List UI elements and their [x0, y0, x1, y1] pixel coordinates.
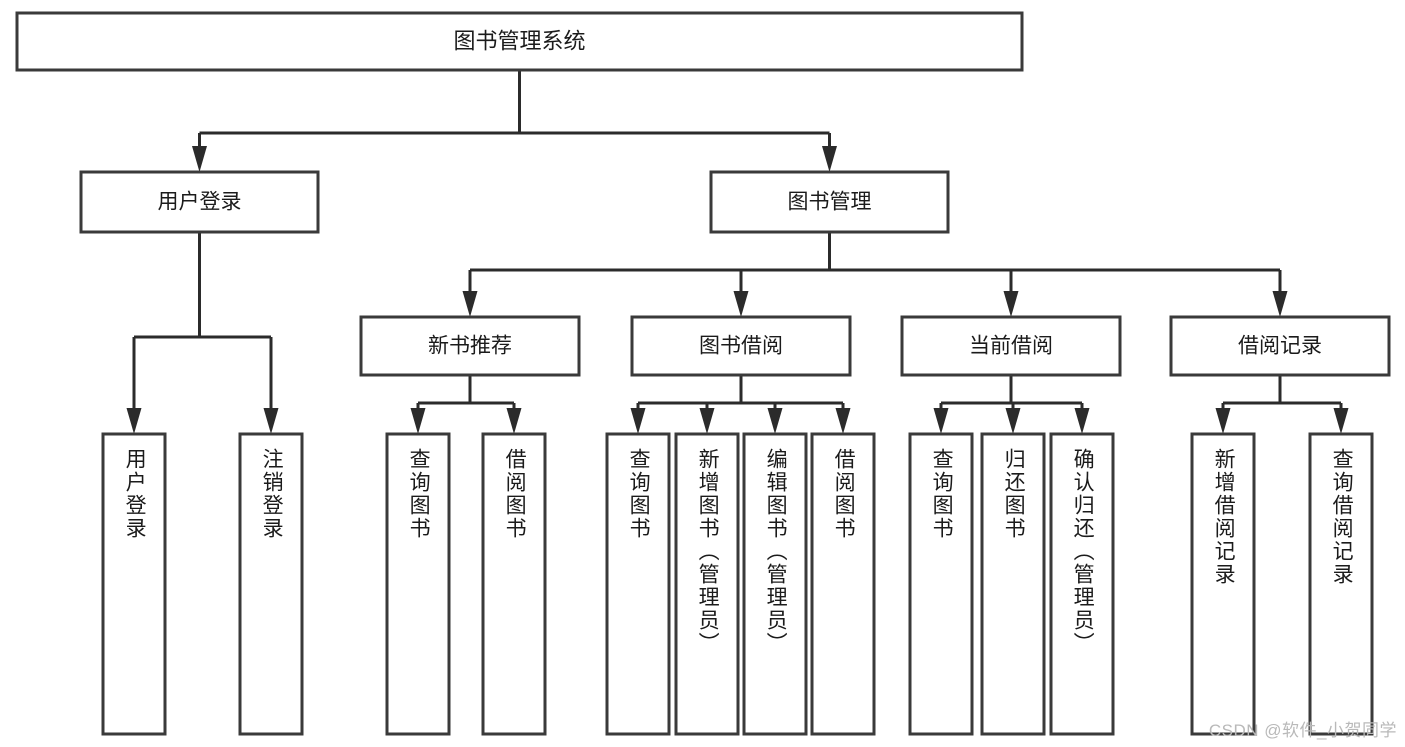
arrow-down-icon: [1333, 408, 1349, 434]
node-box-leaf-4[interactable]: [605, 432, 671, 736]
node-box-level3-3[interactable]: [1169, 315, 1391, 377]
node-label-level2-1: 图书管理: [788, 191, 872, 214]
node-box-leaf-8[interactable]: [908, 432, 974, 736]
node-box-leaf-3[interactable]: [481, 432, 547, 736]
arrow-down-icon: [1215, 408, 1231, 434]
arrow-down-icon: [835, 408, 851, 434]
arrow-down-icon: [1074, 408, 1090, 434]
node-label-level3-2: 当前借阅: [969, 335, 1053, 358]
node-label-level3-1: 图书借阅: [699, 335, 783, 358]
arrow-down-icon: [733, 291, 749, 317]
arrow-down-icon: [410, 408, 426, 434]
node-label-root: 图书管理系统: [453, 28, 585, 53]
node-label-level3-0: 新书推荐: [428, 335, 512, 358]
node-box-level3-0[interactable]: [359, 315, 581, 377]
node-box-leaf-5[interactable]: [674, 432, 740, 736]
node-box-leaf-9[interactable]: [980, 432, 1046, 736]
node-box-root[interactable]: [15, 11, 1024, 72]
node-box-level3-1[interactable]: [630, 315, 852, 377]
connectors-layer: [126, 70, 1349, 434]
arrow-down-icon: [462, 291, 478, 317]
csdn-watermark: CSDN @软件_小贺同学: [1208, 721, 1397, 740]
arrow-down-icon: [1005, 408, 1021, 434]
node-box-leaf-7[interactable]: [810, 432, 876, 736]
arrow-down-icon: [506, 408, 522, 434]
arrow-down-icon: [1272, 291, 1288, 317]
boxes-layer: [15, 11, 1391, 736]
arrow-down-icon: [767, 408, 783, 434]
node-box-leaf-0[interactable]: [101, 432, 167, 736]
arrow-down-icon: [126, 408, 142, 434]
node-box-level2-1[interactable]: [709, 170, 950, 234]
arrow-down-icon: [933, 408, 949, 434]
node-box-level3-2[interactable]: [900, 315, 1122, 377]
arrow-down-icon: [822, 146, 837, 172]
node-box-leaf-2[interactable]: [385, 432, 451, 736]
arrow-down-icon: [699, 408, 715, 434]
arrow-down-icon: [263, 408, 279, 434]
node-box-level2-0[interactable]: [79, 170, 320, 234]
node-box-leaf-6[interactable]: [742, 432, 808, 736]
node-box-leaf-11[interactable]: [1190, 432, 1256, 736]
node-box-leaf-10[interactable]: [1049, 432, 1115, 736]
node-label-level2-0: 用户登录: [158, 191, 242, 214]
node-box-leaf-12[interactable]: [1308, 432, 1374, 736]
arrow-down-icon: [630, 408, 646, 434]
arrow-down-icon: [1003, 291, 1019, 317]
arrow-down-icon: [192, 146, 207, 172]
node-label-level3-3: 借阅记录: [1238, 335, 1322, 358]
node-box-leaf-1[interactable]: [238, 432, 304, 736]
